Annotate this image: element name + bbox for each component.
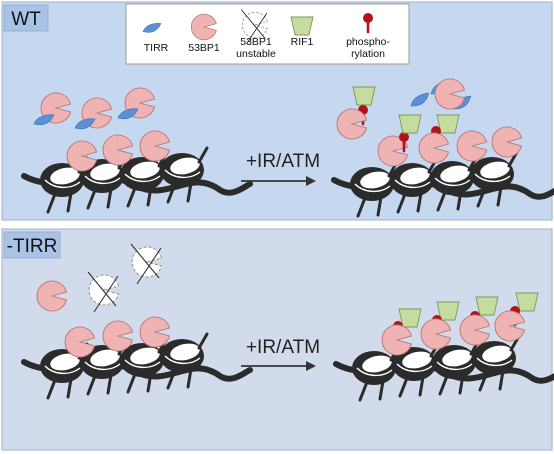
legend-label-phosphorylation-2: rylation xyxy=(351,48,385,60)
panel-label-tirr: -TIRR xyxy=(3,231,61,259)
arrow-label-tirr: +IR/ATM xyxy=(246,337,320,358)
panel-tirr-knockout: -TIRR +IR/ATM xyxy=(1,228,554,451)
legend-label-phosphorylation-1: phospho- xyxy=(346,36,390,48)
panel-wt: WT TIRR 53BP1 53BP1 unstable RIF1 xyxy=(1,1,554,221)
legend: TIRR 53BP1 53BP1 unstable RIF1 phospho- … xyxy=(125,3,410,65)
legend-label-53bp1-unstable-2: unstable xyxy=(236,48,276,60)
legend-item-53bp1: 53BP1 xyxy=(188,13,220,54)
legend-label-rif1: RIF1 xyxy=(291,36,314,48)
rif1-icon xyxy=(290,16,314,36)
legend-item-rif1: RIF1 xyxy=(290,16,314,48)
legend-item-tirr: TIRR xyxy=(142,23,169,54)
legend-label-tirr: TIRR xyxy=(144,42,169,54)
legend-label-53bp1-unstable-1: 53BP1 xyxy=(240,36,272,48)
panel-label-wt-text: WT xyxy=(11,9,41,30)
arrow-ir-atm-tirr: +IR/ATM xyxy=(241,337,320,371)
arrow-ir-atm-wt: +IR/ATM xyxy=(241,151,320,186)
legend-item-phosphorylation: phospho- rylation xyxy=(346,11,390,60)
legend-label-53bp1: 53BP1 xyxy=(188,42,220,54)
legend-item-53bp1-unstable: 53BP1 unstable xyxy=(236,9,276,60)
panel-label-tirr-text: -TIRR xyxy=(7,236,58,257)
panel-label-wt: WT xyxy=(3,4,49,32)
arrow-label-wt: +IR/ATM xyxy=(246,151,320,172)
